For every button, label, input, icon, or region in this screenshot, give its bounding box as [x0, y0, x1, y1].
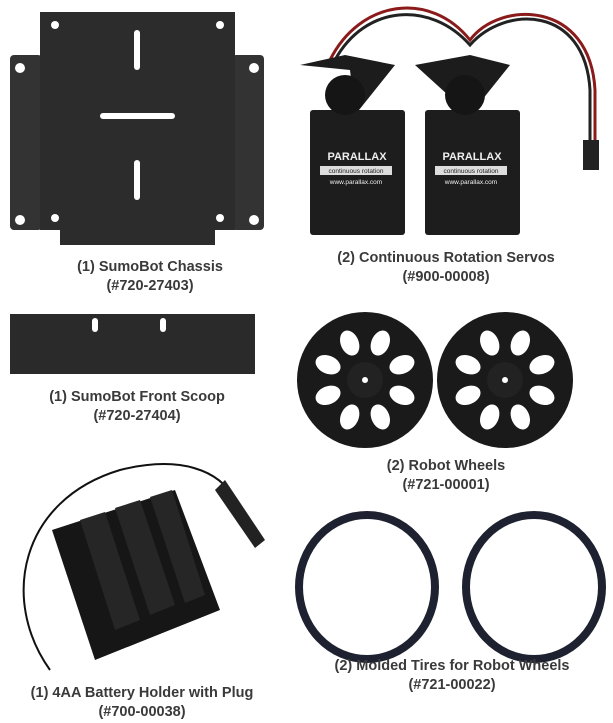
wheel-spoke-hole — [315, 355, 341, 375]
part-name: (2) Continuous Rotation Servos — [337, 250, 555, 266]
wheels-caption: (2) Robot Wheels (#721-00001) — [387, 457, 505, 495]
battery-caption: (1) 4AA Battery Holder with Plug (#700-0… — [31, 684, 254, 722]
wheel-spoke-hole — [510, 330, 530, 356]
wheel-spoke-hole — [340, 404, 360, 430]
servos-image: PARALLAX continuous rotation www.paralla… — [300, 6, 599, 235]
servo-site-text: www.parallax.com — [444, 179, 497, 186]
battery-holder-image — [22, 463, 265, 671]
part-code: (#700-00038) — [98, 704, 186, 720]
chassis-image — [10, 12, 264, 245]
wheel-spoke-hole — [370, 330, 390, 356]
servo-type-text: continuous rotation — [444, 168, 499, 175]
chassis-caption: (1) SumoBot Chassis (#720-27403) — [77, 258, 223, 296]
wheel-spoke-hole — [340, 330, 360, 356]
part-name: (1) 4AA Battery Holder with Plug — [30, 685, 254, 701]
wheel-axle-hole — [362, 377, 368, 383]
part-code: (#900-00008) — [402, 269, 490, 285]
wheels-image — [297, 312, 573, 448]
wheel-spoke-hole — [455, 385, 481, 405]
tires-caption: (2) Molded Tires for Robot Wheels (#721-… — [335, 657, 570, 695]
scoop-caption: (1) SumoBot Front Scoop (#720-27404) — [49, 388, 225, 426]
part-name: (2) Robot Wheels — [386, 458, 506, 474]
wheel-spoke-hole — [510, 404, 530, 430]
wheel-spoke-hole — [529, 385, 555, 405]
part-name: (1) SumoBot Chassis — [77, 259, 223, 275]
wheel-spoke-hole — [480, 330, 500, 356]
servo-type-text: continuous rotation — [329, 168, 384, 175]
part-name: (2) Molded Tires for Robot Wheels — [334, 658, 570, 674]
tires-image — [295, 511, 606, 663]
wheel-spoke-hole — [529, 355, 555, 375]
wheel-spoke-hole — [389, 355, 415, 375]
part-code: (#720-27403) — [106, 278, 194, 294]
part-name: (1) SumoBot Front Scoop — [49, 389, 225, 405]
wheel-spoke-hole — [480, 404, 500, 430]
wheel-spoke-hole — [389, 385, 415, 405]
part-code: (#720-27404) — [93, 408, 181, 424]
wheel-spoke-hole — [455, 355, 481, 375]
wheel-axle-hole — [502, 377, 508, 383]
front-scoop-image — [10, 314, 255, 374]
part-code: (#721-00022) — [408, 677, 496, 693]
servo-brand-text: PARALLAX — [442, 151, 502, 163]
wheel-spoke-hole — [370, 404, 390, 430]
servo-site-text: www.parallax.com — [329, 179, 382, 186]
servo-brand-text: PARALLAX — [327, 151, 387, 163]
part-code: (#721-00001) — [402, 477, 490, 493]
wheel-spoke-hole — [315, 385, 341, 405]
servos-caption: (2) Continuous Rotation Servos (#900-000… — [337, 249, 555, 287]
